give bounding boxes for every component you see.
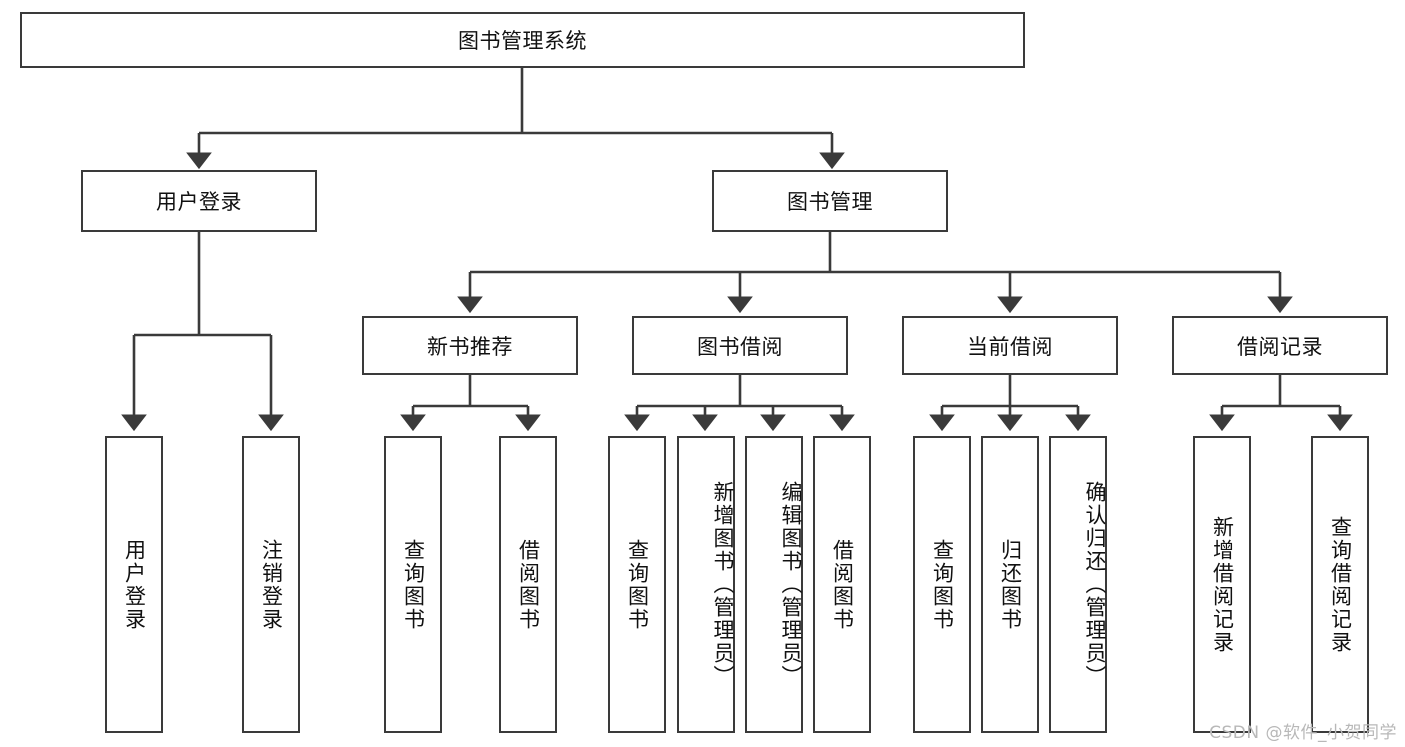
leaf-query-book-1[interactable]: 查询图书 xyxy=(384,436,442,733)
watermark-text: CSDN @软件_小贺同学 xyxy=(1209,723,1397,743)
node-borrowing-records[interactable]: 借阅记录 xyxy=(1172,316,1388,375)
node-label: 查询图书 xyxy=(930,538,955,631)
node-label: 新书推荐 xyxy=(427,334,513,359)
leaf-return-book[interactable]: 归还图书 xyxy=(981,436,1039,733)
node-label: 图书管理 xyxy=(787,190,873,214)
node-label: 用户登录 xyxy=(122,538,147,631)
node-book-borrowing[interactable]: 图书借阅 xyxy=(632,316,848,375)
node-user-login[interactable]: 用户登录 xyxy=(81,170,317,232)
node-label: 借阅图书 xyxy=(516,538,541,631)
node-label: 查询借阅记录 xyxy=(1328,515,1353,654)
leaf-query-book-2[interactable]: 查询图书 xyxy=(608,436,666,733)
node-label: 确认归还（管理员） xyxy=(1083,481,1107,688)
node-label: 新增图书（管理员） xyxy=(711,481,735,688)
node-label: 图书借阅 xyxy=(697,334,783,359)
leaf-query-borrow-record[interactable]: 查询借阅记录 xyxy=(1311,436,1369,733)
node-label: 查询图书 xyxy=(401,538,426,631)
node-new-book-recommendation[interactable]: 新书推荐 xyxy=(362,316,578,375)
leaf-edit-book-admin[interactable]: 编辑图书（管理员） xyxy=(745,436,803,733)
leaf-borrow-book-1[interactable]: 借阅图书 xyxy=(499,436,557,733)
node-label: 当前借阅 xyxy=(967,334,1053,359)
node-label: 借阅图书 xyxy=(830,538,855,631)
leaf-borrow-book-2[interactable]: 借阅图书 xyxy=(813,436,871,733)
node-label: 图书管理系统 xyxy=(458,29,587,53)
leaf-query-book-3[interactable]: 查询图书 xyxy=(913,436,971,733)
node-book-management[interactable]: 图书管理 xyxy=(712,170,948,232)
node-label: 用户登录 xyxy=(156,190,242,214)
leaf-add-book-admin[interactable]: 新增图书（管理员） xyxy=(677,436,735,733)
leaf-logout[interactable]: 注销登录 xyxy=(242,436,300,733)
leaf-add-borrow-record[interactable]: 新增借阅记录 xyxy=(1193,436,1251,733)
node-label: 注销登录 xyxy=(259,538,284,631)
node-label: 查询图书 xyxy=(625,538,650,631)
leaf-user-login[interactable]: 用户登录 xyxy=(105,436,163,733)
node-label: 借阅记录 xyxy=(1237,334,1323,359)
node-label: 编辑图书（管理员） xyxy=(779,481,803,688)
node-current-borrowing[interactable]: 当前借阅 xyxy=(902,316,1118,375)
leaf-confirm-return-admin[interactable]: 确认归还（管理员） xyxy=(1049,436,1107,733)
node-label: 新增借阅记录 xyxy=(1210,515,1235,654)
node-root-system[interactable]: 图书管理系统 xyxy=(20,12,1025,68)
node-label: 归还图书 xyxy=(998,538,1023,631)
